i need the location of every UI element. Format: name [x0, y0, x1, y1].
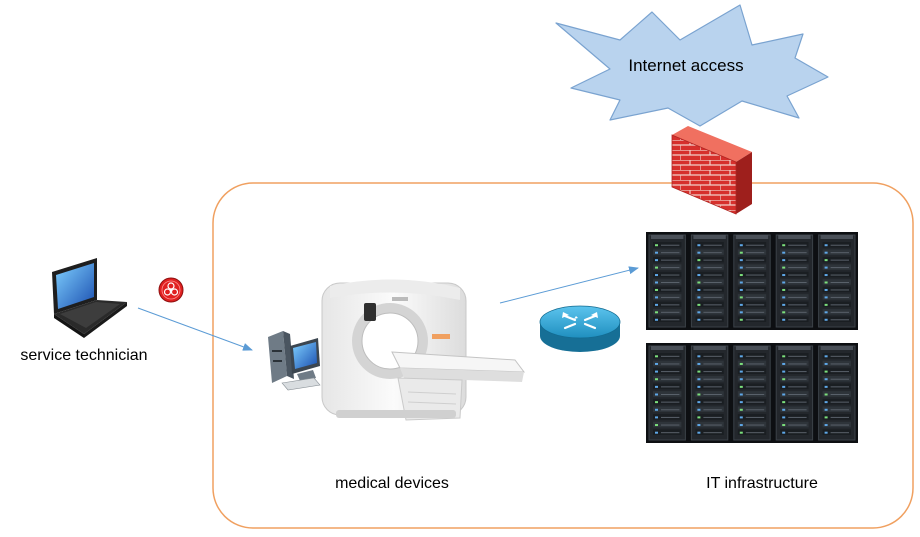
rack-unit	[648, 345, 686, 441]
laptop-icon	[52, 258, 127, 338]
desktop-computer-icon	[268, 331, 321, 391]
service-technician-label: service technician	[20, 347, 147, 364]
it-connection-arrow	[499, 266, 639, 304]
rack-unit	[648, 234, 686, 328]
rack-unit	[690, 234, 729, 328]
it-infrastructure-label: IT infrastructure	[706, 475, 818, 492]
medical-devices-label: medical devices	[335, 475, 449, 492]
rack-unit	[818, 345, 856, 441]
firewall-icon	[671, 126, 752, 215]
technician-connection-arrow	[137, 307, 253, 351]
rack-unit	[775, 345, 814, 441]
rack-unit	[775, 234, 814, 328]
rack-unit	[690, 345, 729, 441]
biohazard-icon	[158, 277, 184, 303]
server-rack-bottom-icon	[646, 343, 858, 443]
rack-unit	[733, 345, 771, 441]
ct-scanner-icon	[321, 279, 526, 421]
internet-access-label: Internet access	[628, 56, 743, 75]
rack-unit	[733, 234, 771, 328]
network-boundary	[212, 182, 914, 529]
internet-cloud-icon	[555, 4, 829, 127]
router-icon	[539, 305, 621, 352]
rack-unit	[818, 234, 856, 328]
server-rack-top-icon	[646, 232, 858, 330]
